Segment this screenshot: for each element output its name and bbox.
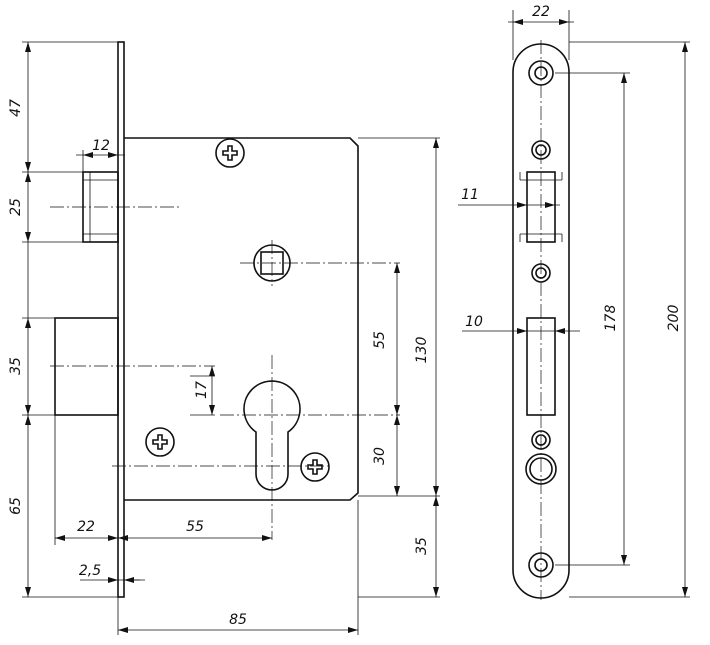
cylinder-keyhole: [243, 380, 301, 491]
front-view: 22 11 10 178 200: [458, 4, 690, 600]
dim-latch-opening: 11: [461, 187, 479, 203]
screw-top: [215, 138, 245, 168]
front-dimension-lines: [458, 19, 688, 597]
dim-case-bottom-to-plate: 35: [414, 537, 430, 555]
screw-hole-1: [531, 140, 551, 160]
front-faceplate: [512, 43, 570, 599]
mounting-hole-top: [528, 60, 554, 86]
deadbolt: [54, 317, 119, 416]
screw-hole-3: [531, 430, 551, 450]
dim-case-depth: 85: [229, 612, 247, 628]
dim-deadbolt-height: 35: [8, 357, 24, 375]
mounting-hole-bottom: [528, 552, 554, 578]
dim-plate-width: 22: [532, 4, 550, 20]
dim-bolt-top-offset: 47: [8, 99, 24, 117]
dim-bolt-opening: 10: [465, 314, 483, 330]
dim-case-height: 130: [414, 337, 430, 364]
dim-latch-width: 12: [92, 138, 110, 154]
extension-lines: [22, 41, 440, 635]
side-view: 47 25 35 65 12 17 22 55 2,5 85 55 30 130…: [8, 41, 440, 635]
faceplate: [117, 41, 125, 598]
dim-cylinder-to-bottom: 30: [372, 447, 388, 465]
dim-bottom-offset: 65: [8, 497, 24, 515]
latch-opening: [519, 171, 563, 243]
dim-plate-length: 200: [666, 305, 682, 332]
dim-keyhole-offset: 17: [194, 381, 210, 399]
front-extension-lines: [512, 10, 690, 598]
dim-faceplate-thickness: 2,5: [79, 563, 101, 579]
dimension-lines: [25, 42, 440, 633]
dim-spindle-to-cylinder: 55: [372, 331, 388, 349]
cylinder-hole: [525, 453, 557, 485]
deadbolt-opening: [526, 317, 556, 416]
dim-deadbolt-depth: 22: [77, 519, 95, 535]
lock-case: [124, 137, 359, 501]
dim-backset: 55: [186, 519, 204, 535]
dim-hole-spacing: 178: [603, 305, 619, 332]
screw-hole-2: [531, 263, 551, 283]
dim-latch-height: 25: [8, 198, 24, 216]
screw-bottom-left: [145, 427, 175, 457]
screw-bottom-right: [300, 452, 330, 482]
